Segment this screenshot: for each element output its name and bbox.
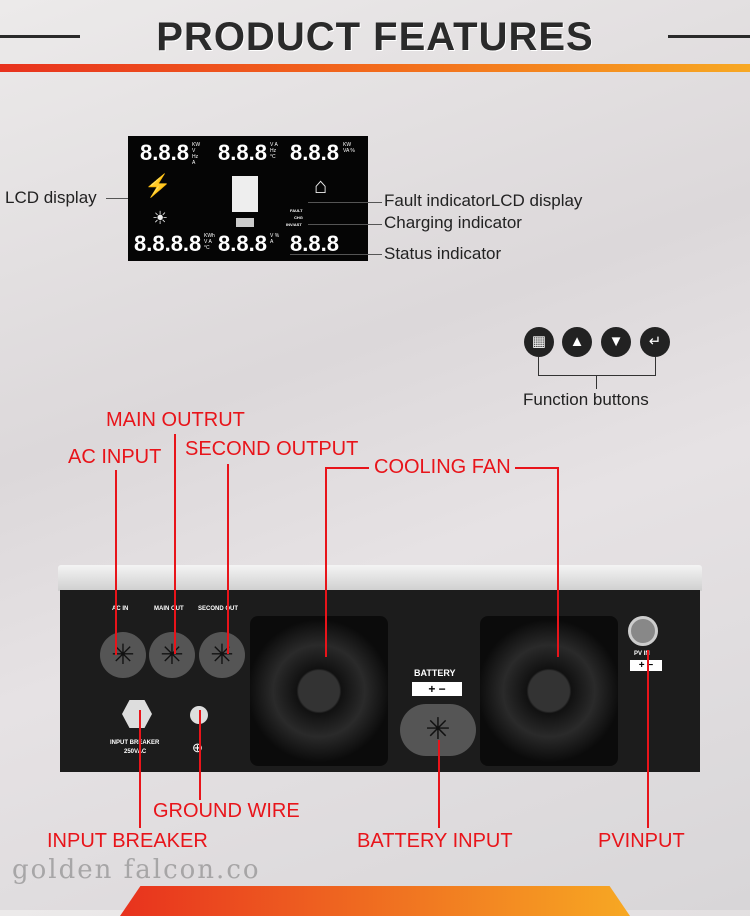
ac-input-annotation: AC INPUT (68, 446, 162, 468)
lcd-unit: V % A (270, 233, 280, 245)
input-breaker-annotation: INPUT BREAKER (47, 830, 208, 852)
pv-polarity: + − (630, 660, 662, 671)
pointer-line (174, 434, 176, 654)
callout-line (290, 254, 382, 255)
chg-label: CHG (294, 215, 303, 220)
function-buttons-label: Function buttons (523, 390, 649, 409)
bracket-line (538, 357, 539, 375)
device-rear-panel: AC IN MAIN OUT SECOND OUT ✳ ✳ ✳ INPUT BR… (60, 590, 700, 772)
pointer-line (438, 740, 440, 828)
pointer-line (325, 467, 369, 469)
bracket-line (538, 375, 656, 376)
status-indicator-label: Status indicator (384, 244, 502, 263)
lcd-digits: 8.8.8 (218, 140, 267, 165)
callout-line (106, 198, 128, 199)
input-breaker[interactable] (122, 700, 152, 728)
pointer-line (557, 467, 559, 657)
battery-icon (236, 218, 254, 227)
battery-input-annotation: BATTERY INPUT (357, 830, 513, 852)
title-rule-left (0, 35, 80, 38)
cooling-fan-annotation: COOLING FAN (374, 456, 511, 478)
battery-label: BATTERY (414, 668, 456, 678)
inverter-icon (232, 176, 258, 212)
breaker-rating: 250VAC (124, 749, 147, 755)
pv-in-label: PV IN (634, 651, 650, 657)
lcd-digits: 8.8.8 (290, 231, 339, 256)
pointer-line (325, 467, 327, 657)
inv-label: INV/AST (286, 222, 302, 227)
solar-icon: ☀ (152, 208, 169, 228)
pv-connector (628, 616, 658, 646)
cooling-fan-right (480, 616, 618, 766)
pointer-line (115, 470, 117, 655)
cooling-fan-left (250, 616, 388, 766)
lcd-digits: 8.8.8.8 (134, 231, 202, 256)
ground-wire-annotation: GROUND WIRE (153, 800, 300, 822)
house-icon: ⌂ (314, 173, 328, 198)
ground-symbol-icon: ⊕ (192, 740, 203, 755)
page-title: PRODUCT FEATURES (156, 15, 594, 59)
pointer-line (515, 467, 558, 469)
pointer-line (199, 710, 201, 800)
up-button[interactable]: ▲ (562, 327, 592, 357)
watermark: golden falcon.co (12, 855, 261, 885)
lcd-digits: 8.8.8 (140, 140, 189, 165)
second-output-annotation: SECOND OUTPUT (185, 438, 359, 460)
lcd-unit: KWh V A °C (204, 233, 215, 251)
fault-label: FAULT (290, 208, 303, 213)
battery-polarity: + − (412, 682, 462, 696)
lcd-panel: 8.8.8 KW V Hz A 8.8.8 V A Hz °C 8.8.8 KW… (128, 136, 368, 261)
lcd-unit: KW VA % (343, 142, 355, 154)
title-rule-right (668, 35, 750, 38)
lcd-digits: 8.8.8 (218, 231, 267, 256)
main-out-gland: ✳ (149, 632, 195, 678)
enter-button[interactable]: ↵ (640, 327, 670, 357)
lcd-digits: 8.8.8 (290, 140, 339, 165)
callout-line (308, 202, 382, 203)
main-out-label: MAIN OUT (154, 606, 184, 612)
device-top (58, 565, 702, 591)
bracket-line (596, 375, 597, 389)
pointer-line (139, 710, 141, 828)
lcd-unit: V A Hz °C (270, 142, 278, 160)
menu-button[interactable]: ▦ (524, 327, 554, 357)
lcd-unit: KW V Hz A (192, 142, 201, 166)
main-output-annotation: MAIN OUTRUT (106, 409, 245, 431)
breaker-label: INPUT BREAKER (110, 740, 160, 746)
fault-indicator-label: Fault indicatorLCD display (384, 191, 583, 210)
lcd-display-label: LCD display (5, 188, 97, 207)
charging-indicator-label: Charging indicator (384, 213, 522, 232)
grid-tower-icon: ⚡ (144, 173, 172, 198)
pv-input-annotation: PVINPUT (598, 830, 685, 852)
down-button[interactable]: ▼ (601, 327, 631, 357)
pointer-line (227, 464, 229, 654)
ac-in-label: AC IN (112, 606, 129, 612)
second-out-gland: ✳ (199, 632, 245, 678)
bracket-line (655, 357, 656, 375)
callout-line (308, 224, 382, 225)
ac-in-gland: ✳ (100, 632, 146, 678)
accent-bar (0, 64, 750, 72)
bottom-accent (120, 886, 630, 916)
pointer-line (647, 650, 649, 828)
second-out-label: SECOND OUT (198, 606, 239, 612)
